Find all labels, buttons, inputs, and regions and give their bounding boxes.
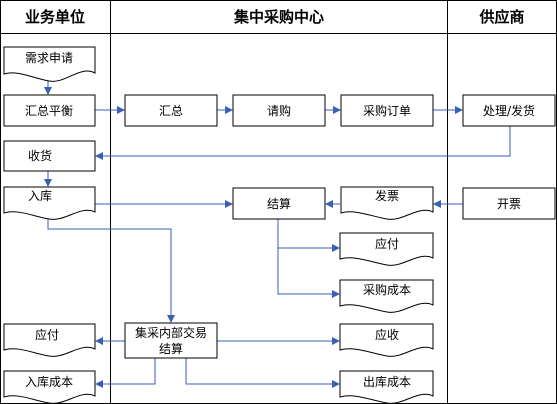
invoice-doc xyxy=(340,186,434,220)
purchase-request-label: 请购 xyxy=(267,103,291,118)
payable-center-doc xyxy=(339,232,434,266)
warehousing-cost-label: 入库成本 xyxy=(25,374,73,389)
edge-settlement-to-payable xyxy=(277,219,340,252)
edge-warehouse-to-internal xyxy=(47,217,175,323)
receive-goods-box xyxy=(3,140,96,172)
invoice-label: 发票 xyxy=(375,188,399,203)
purchase-order-label: 采购订单 xyxy=(363,103,411,118)
edge-internal-to-warehousing-cost xyxy=(95,358,156,388)
process-ship-box xyxy=(462,94,556,127)
payable-business-doc xyxy=(3,323,96,357)
demand-request-doc xyxy=(3,46,96,82)
warehousing-label: 入库 xyxy=(28,188,52,203)
purchase-cost-doc xyxy=(339,279,434,313)
summarize-box xyxy=(124,94,218,127)
process-ship-label: 处理/发货 xyxy=(483,103,535,118)
summary-balance-box xyxy=(3,94,96,127)
edge-settlement-to-cost xyxy=(277,248,340,298)
purchase-order-box xyxy=(340,94,434,127)
outbound-cost-label: 出库成本 xyxy=(363,374,411,389)
receivable-doc xyxy=(339,323,434,357)
issue-invoice-label: 开票 xyxy=(497,197,521,211)
payable-center-label: 应付 xyxy=(375,236,399,251)
purchase-cost-label: 采购成本 xyxy=(363,282,411,297)
receivable-label: 应收 xyxy=(375,327,399,342)
summary-balance-label: 汇总平衡 xyxy=(25,104,73,118)
outbound-cost-doc xyxy=(339,370,434,404)
lane-title-supplier: 供应商 xyxy=(478,8,524,26)
demand-request-label: 需求申请 xyxy=(25,51,73,65)
payable-business-label: 应付 xyxy=(35,327,59,342)
warehousing-cost-doc xyxy=(3,370,96,404)
warehousing-doc xyxy=(3,186,96,220)
summarize-label: 汇总 xyxy=(159,104,183,118)
lane-title-business: 业务单位 xyxy=(25,8,85,26)
connectors xyxy=(44,81,511,388)
settlement-box xyxy=(232,187,326,220)
issue-invoice-box xyxy=(462,187,556,220)
edge-ship-to-receive xyxy=(95,126,511,160)
settlement-label: 结算 xyxy=(267,196,291,211)
edge-internal-to-outbound-cost xyxy=(185,358,340,388)
internal-trade-label-line1: 集采内部交易 xyxy=(135,325,207,340)
internal-trade-label-line2: 结算 xyxy=(159,341,183,356)
receive-goods-label: 收货 xyxy=(28,148,52,163)
lane-title-center: 集中采购中心 xyxy=(233,8,324,26)
purchase-request-box xyxy=(232,94,326,127)
internal-trade-box xyxy=(124,322,218,359)
